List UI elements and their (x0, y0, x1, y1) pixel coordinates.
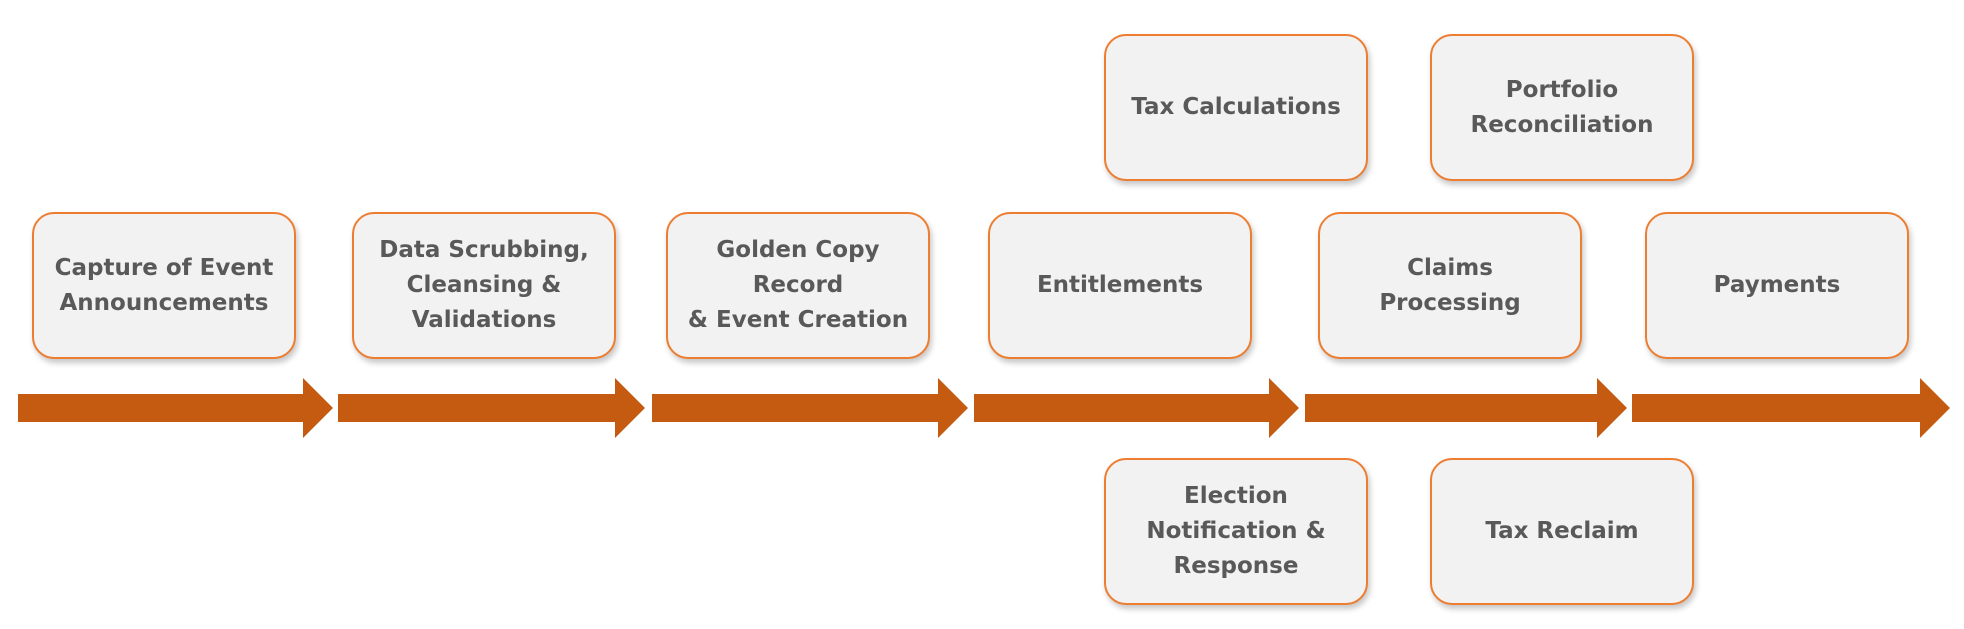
golden-copy-record-box: Golden Copy Record & Event Creation (666, 212, 930, 359)
claims-processing-box: Claims Processing (1318, 212, 1582, 359)
data-scrubbing-box: Data Scrubbing, Cleansing & Validations (352, 212, 616, 359)
election-notification-box: Election Notification & Response (1104, 458, 1368, 605)
arrow-shape (338, 378, 645, 438)
flow-arrow-1 (18, 378, 333, 438)
arrow-shape (974, 378, 1299, 438)
arrow-polygon (1632, 378, 1950, 438)
entitlements-box: Entitlements (988, 212, 1252, 359)
arrow-polygon (1305, 378, 1627, 438)
portfolio-reconciliation-box: Portfolio Reconciliation (1430, 34, 1694, 181)
flow-arrow-4 (974, 378, 1299, 438)
flow-arrow-5 (1305, 378, 1627, 438)
arrow-polygon (18, 378, 333, 438)
arrow-shape (1632, 378, 1950, 438)
arrow-shape (652, 378, 968, 438)
arrow-shape (1305, 378, 1627, 438)
arrow-polygon (652, 378, 968, 438)
flow-arrow-3 (652, 378, 968, 438)
capture-event-announcements-box: Capture of Event Announcements (32, 212, 296, 359)
tax-reclaim-box: Tax Reclaim (1430, 458, 1694, 605)
flow-arrow-2 (338, 378, 645, 438)
arrow-polygon (974, 378, 1299, 438)
tax-calculations-box: Tax Calculations (1104, 34, 1368, 181)
arrow-polygon (338, 378, 645, 438)
flow-arrow-6 (1632, 378, 1950, 438)
payments-box: Payments (1645, 212, 1909, 359)
arrow-shape (18, 378, 333, 438)
